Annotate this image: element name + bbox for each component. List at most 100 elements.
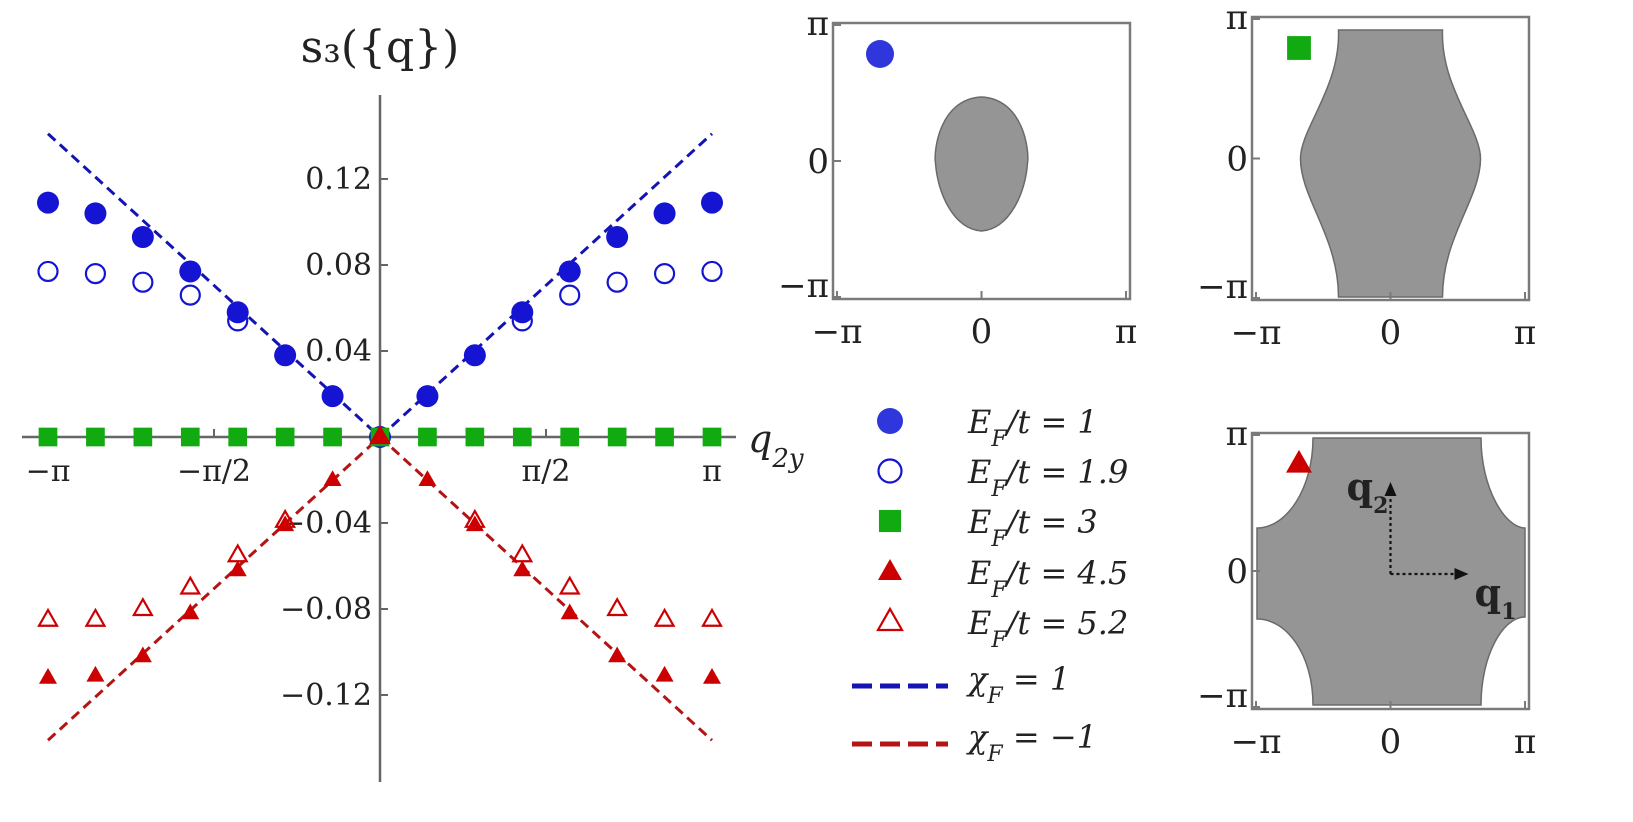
legend: EF/t = 1EF/t = 1.9EF/t = 3EF/t = 4.5EF/t… <box>852 403 1128 767</box>
inset-x-label: −π <box>1231 722 1282 762</box>
data-point <box>511 543 534 563</box>
data-point <box>131 226 154 249</box>
chi-line <box>46 132 382 439</box>
inset-y-label: 0 <box>1226 140 1248 180</box>
data-point <box>558 260 581 283</box>
data-point <box>606 226 629 249</box>
data-point <box>418 470 437 486</box>
y-tick-label: −0.12 <box>280 678 372 713</box>
legend-marker <box>877 408 903 434</box>
legend-label: EF/t = 4.5 <box>967 554 1128 603</box>
data-point <box>227 310 249 332</box>
data-point <box>321 385 344 408</box>
data-point <box>228 427 248 447</box>
legend-marker <box>878 509 902 533</box>
legend-marker <box>877 458 903 484</box>
data-point <box>513 560 532 577</box>
data-point <box>37 607 59 627</box>
inset-x-label: 0 <box>971 312 993 352</box>
data-point <box>131 597 154 617</box>
chart-title: s₃({q}) <box>301 22 460 73</box>
legend-label: χF = −1 <box>966 718 1097 767</box>
inset-marker <box>866 40 894 68</box>
data-point <box>653 202 676 225</box>
q2-label: q2 <box>1347 464 1389 519</box>
q2-arrowhead <box>1384 482 1397 496</box>
legend-label: EF/t = 1 <box>967 403 1098 452</box>
data-point <box>36 191 59 214</box>
data-point <box>226 543 249 563</box>
inset-x-label: 0 <box>1380 313 1402 353</box>
data-point <box>133 427 153 447</box>
inset-y-label: 0 <box>1226 552 1248 592</box>
data-point <box>559 284 581 306</box>
inset-y-label: −π <box>1197 676 1248 716</box>
data-point <box>179 575 202 595</box>
legend-label: χF = 1 <box>966 660 1070 709</box>
data-point <box>84 607 107 627</box>
data-point <box>560 603 579 620</box>
inset-x-label: −π <box>812 312 863 352</box>
data-point <box>179 260 202 283</box>
data-point <box>560 427 580 447</box>
data-point <box>703 668 722 684</box>
inset-x-label: π <box>1514 722 1536 762</box>
y-tick-label: 0.04 <box>305 334 372 369</box>
legend-marker <box>878 558 902 580</box>
data-point <box>701 191 724 214</box>
legend-label: EF/t = 1.9 <box>967 453 1128 502</box>
data-point <box>512 427 532 447</box>
x-tick-label: π <box>702 454 722 489</box>
data-point <box>702 427 722 447</box>
data-point <box>84 202 107 225</box>
inset-y-label: −π <box>1197 267 1248 307</box>
inset-x-label: π <box>1115 312 1137 352</box>
data-point <box>84 263 107 285</box>
data-point <box>653 607 676 627</box>
data-point <box>274 508 297 528</box>
data-point <box>132 271 154 293</box>
main-plot: s₃({q}) q2y −π −π/2 π/2 π 0.12 0.08 0.04 −0.04 −0.… <box>22 22 804 782</box>
y-tick-label: 0.08 <box>305 248 372 283</box>
y-tick-label: 0.12 <box>305 162 372 197</box>
data-point <box>228 560 247 577</box>
x-tick-label: −π <box>26 454 71 489</box>
data-point <box>86 665 105 682</box>
fermi-sea-region <box>1299 29 1482 298</box>
q1-arrowhead <box>1454 568 1469 580</box>
inset-y-label: 0 <box>807 142 829 182</box>
x-tick-label: π/2 <box>522 454 571 489</box>
data-point <box>133 646 152 663</box>
inset-marker <box>1287 36 1311 60</box>
inset-x-label: π <box>1514 313 1536 353</box>
data-point <box>418 427 437 447</box>
data-point <box>86 427 105 447</box>
y-tick-label: −0.04 <box>280 506 372 541</box>
data-point <box>274 344 297 367</box>
x-axis-label: q2y <box>748 417 804 474</box>
data-point <box>701 260 723 283</box>
data-point <box>369 425 391 445</box>
data-point <box>463 508 486 528</box>
data-point <box>701 607 723 627</box>
legend-marker <box>876 606 904 632</box>
data-point <box>653 263 676 285</box>
inset-y-label: π <box>1226 0 1248 38</box>
data-point <box>606 271 628 293</box>
data-point <box>179 284 201 306</box>
data-point <box>181 603 200 620</box>
data-point <box>511 310 533 332</box>
chi-line <box>378 132 714 439</box>
data-point <box>558 575 581 595</box>
data-point <box>323 427 342 447</box>
inset-y-label: π <box>1226 414 1248 454</box>
x-tick-label: −π/2 <box>177 454 251 489</box>
legend-label: EF/t = 3 <box>967 503 1098 552</box>
chi-line <box>378 435 714 742</box>
inset-y-label: −π <box>778 266 829 306</box>
